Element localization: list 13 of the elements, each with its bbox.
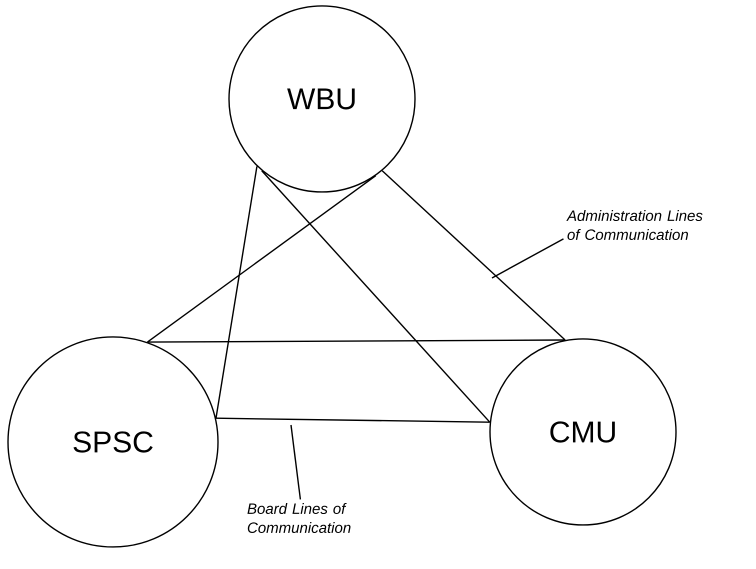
connector-line (147, 175, 376, 343)
annotation-text: Administration Lines of Communication (566, 210, 703, 240)
connector-line (382, 170, 566, 341)
circle-node: CMU (489, 338, 677, 526)
circle-node: SPSC (7, 336, 219, 548)
circle-node: WBU (228, 5, 416, 193)
connector-line (147, 339, 566, 343)
leader-line (290, 424, 302, 500)
leader-line (492, 238, 564, 279)
annotation-text: Board Lines of Communication (247, 502, 350, 533)
connector-line (216, 418, 490, 423)
connector-line (215, 166, 258, 418)
connector-line (261, 170, 490, 423)
